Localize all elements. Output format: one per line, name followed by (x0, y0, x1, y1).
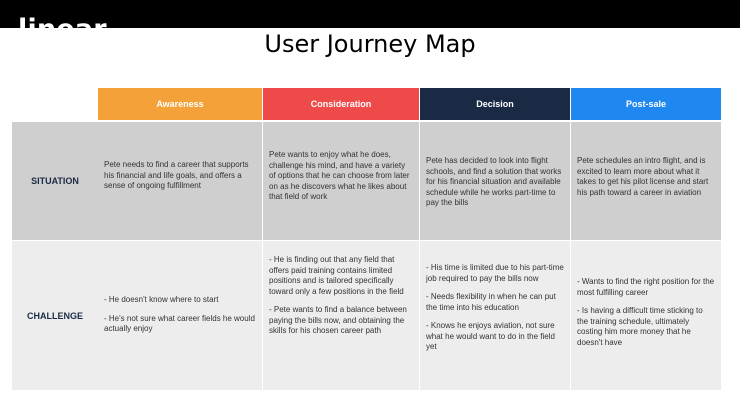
list-item: - Is having a difficult time sticking to… (577, 306, 703, 347)
page-title: User Journey Map (0, 28, 740, 66)
situation-text: Pete needs to find a career that support… (104, 160, 249, 190)
stage-header-post-sale: Post-sale (571, 88, 721, 120)
row-label-situation: SITUATION (12, 122, 98, 240)
list-item: - He is finding out that any field that … (269, 255, 404, 296)
list-item: - Needs flexibility in when he can put t… (426, 292, 556, 312)
stage-header-decision: Decision (420, 88, 570, 120)
stage-header-awareness: Awareness (98, 88, 262, 120)
challenge-cell-post-sale: - Wants to find the right position for t… (571, 241, 721, 390)
row-label-challenge: CHALLENGE (12, 241, 98, 390)
list-item: - He doesn't know where to start (104, 295, 219, 304)
challenge-list: - Wants to find the right position for t… (577, 277, 715, 356)
list-item: - He's not sure what career fields he wo… (104, 313, 255, 334)
challenge-cell-consideration: - He is finding out that any field that … (263, 241, 419, 390)
situation-cell-awareness: Pete needs to find a career that support… (98, 122, 262, 240)
situation-cell-decision: Pete has decided to look into flight sch… (420, 122, 570, 240)
list-item: - Knows he enjoys aviation, not sure wha… (426, 321, 555, 351)
stage-header-consideration: Consideration (263, 88, 419, 120)
journey-map-table: Awareness Consideration Decision Post-sa… (12, 88, 722, 390)
situation-cell-post-sale: Pete schedules an intro flight, and is e… (571, 122, 721, 240)
situation-cell-consideration: Pete wants to enjoy what he does, challe… (263, 122, 419, 240)
situation-text: Pete schedules an intro flight, and is e… (577, 156, 709, 197)
challenge-list: - His time is limited due to his part-ti… (426, 263, 564, 361)
challenge-list: - He is finding out that any field that … (269, 255, 413, 345)
situation-text: Pete has decided to look into flight sch… (426, 156, 562, 207)
list-item: - Pete wants to find a balance between p… (269, 305, 407, 335)
challenge-cell-awareness: - He doesn't know where to start - He's … (98, 241, 262, 390)
challenge-cell-decision: - His time is limited due to his part-ti… (420, 241, 570, 390)
challenge-list: - He doesn't know where to start - He's … (104, 295, 256, 343)
situation-text: Pete wants to enjoy what he does, challe… (269, 150, 410, 201)
list-item: - Wants to find the right position for t… (577, 277, 715, 297)
list-item: - His time is limited due to his part-ti… (426, 263, 564, 283)
